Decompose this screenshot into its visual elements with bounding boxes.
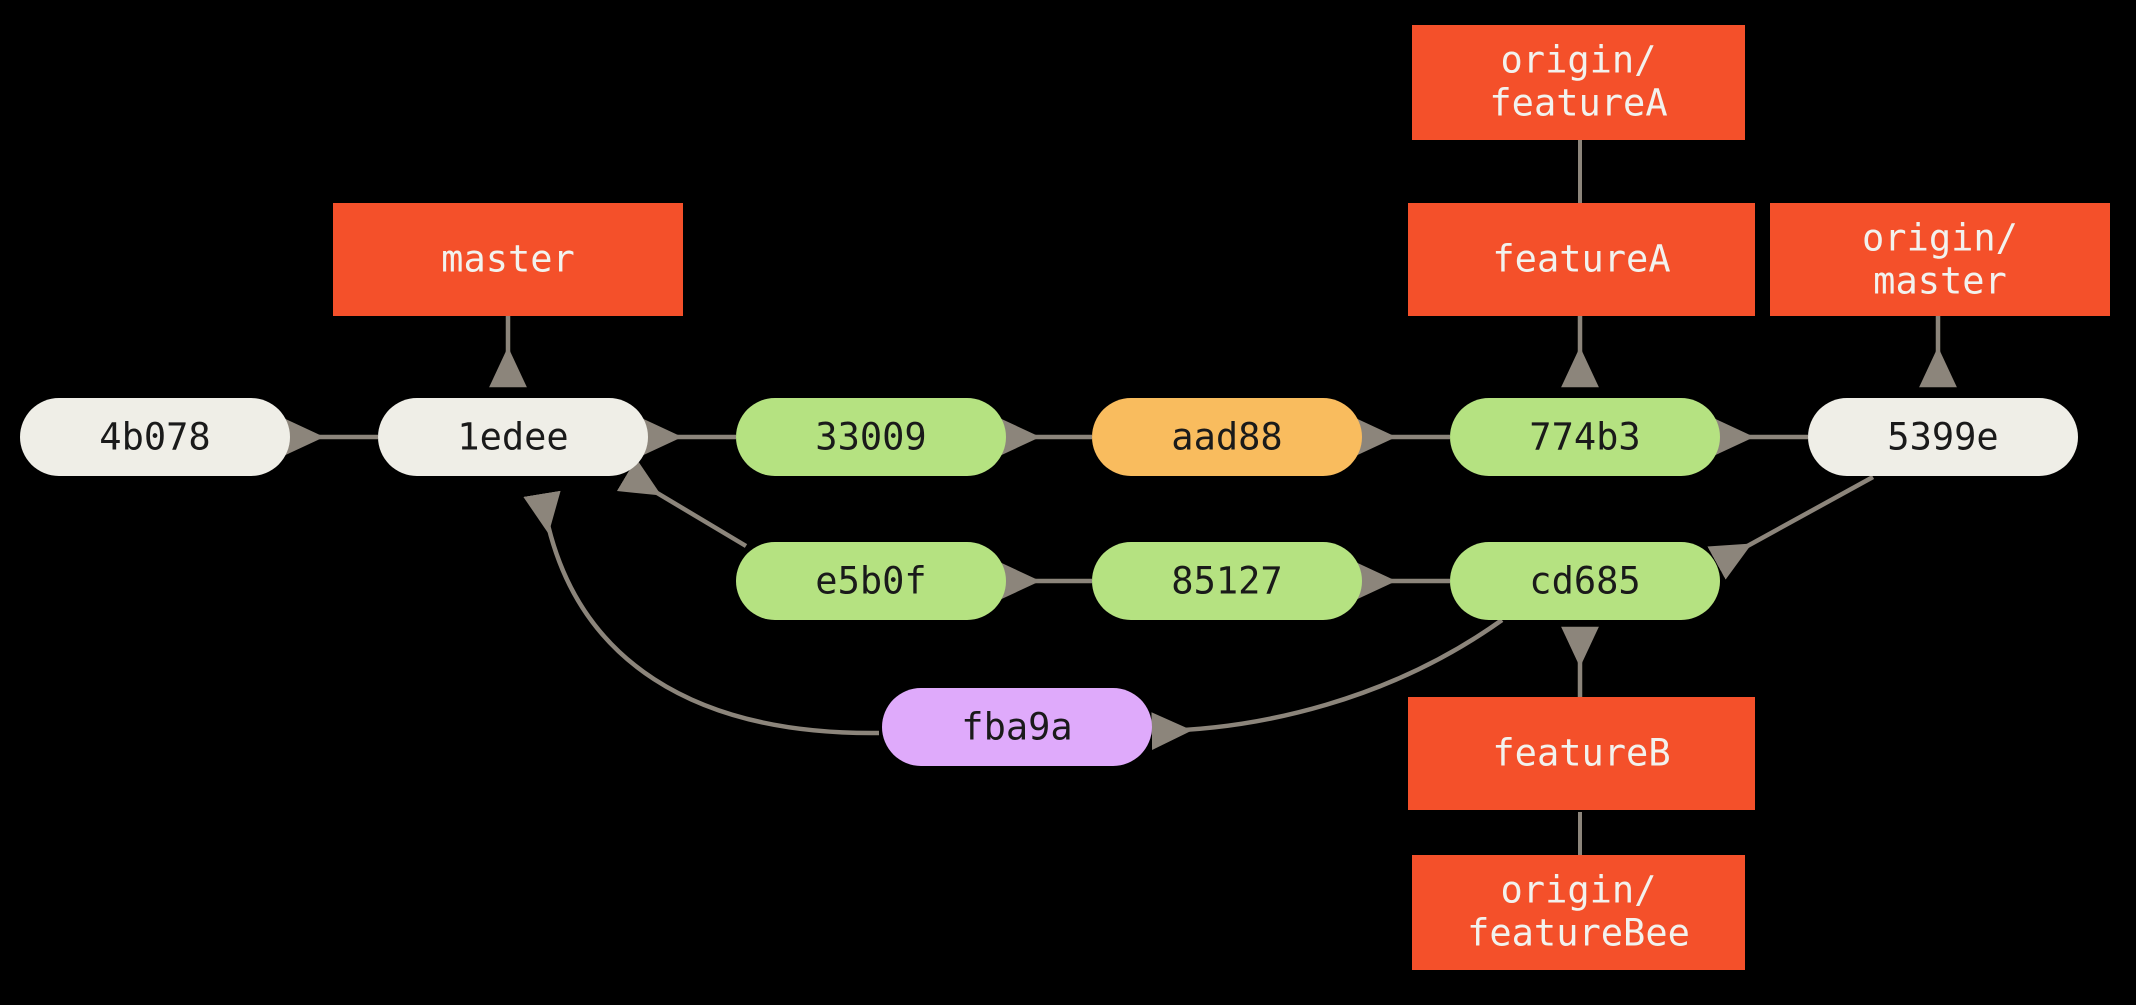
commit-node-33009[interactable]: 33009 [736,398,1006,476]
ref-master[interactable]: master [333,203,683,316]
commit-node-aad88-shape[interactable] [1092,398,1362,476]
commit-node-85127[interactable]: 85127 [1092,542,1362,620]
edge-5399e-to-cd685 [1707,475,1875,580]
ref-origin-featureBee-box[interactable] [1412,855,1745,970]
edges-layer [283,140,1957,855]
edge-fba9a-to-1edee [523,490,880,736]
commit-node-fba9a-shape[interactable] [882,688,1152,766]
ref-origin-featureA-line2: featureA [1489,82,1667,125]
ref-origin-master-box[interactable] [1770,203,2110,316]
commit-node-33009-shape[interactable] [736,398,1006,476]
commit-node-e5b0f-shape[interactable] [736,542,1006,620]
ref-featureA-label: featureA [1492,238,1670,281]
commit-node-cd685[interactable]: cd685 [1450,542,1720,620]
ref-origin-featureBee-line2: featureBee [1467,912,1690,955]
ref-featureB-box[interactable] [1408,697,1755,810]
commit-node-aad88[interactable]: aad88 [1092,398,1362,476]
refs-layer: origin/ featureA master featureA origin/… [333,25,2110,970]
ref-origin-featureBee[interactable]: origin/ featureBee [1412,855,1745,970]
ref-master-label: master [441,238,575,281]
commit-node-4b078-shape[interactable] [20,398,290,476]
ref-featureA[interactable]: featureA [1408,203,1755,316]
ref-master-box[interactable] [333,203,683,316]
ref-origin-master-line2: master [1873,260,2007,303]
commit-node-1edee[interactable]: 1edee [378,398,648,476]
commit-node-4b078[interactable]: 4b078 [20,398,290,476]
commit-node-85127-shape[interactable] [1092,542,1362,620]
ref-origin-featureBee-line1: origin/ [1501,869,1657,912]
ref-origin-featureA-box[interactable] [1412,25,1745,140]
commit-node-1edee-shape[interactable] [378,398,648,476]
ref-origin-featureA-line1: origin/ [1501,39,1657,82]
commit-node-774b3[interactable]: 774b3 [1450,398,1720,476]
commit-node-cd685-shape[interactable] [1450,542,1720,620]
commit-node-e5b0f[interactable]: e5b0f [736,542,1006,620]
ref-featureB[interactable]: featureB [1408,697,1755,810]
edge-e5b0f-to-1edee [616,458,748,548]
ref-featureA-box[interactable] [1408,203,1755,316]
commit-node-5399e-shape[interactable] [1808,398,2078,476]
commit-node-774b3-shape[interactable] [1450,398,1720,476]
ref-featureB-label: featureB [1492,732,1670,775]
ref-origin-master[interactable]: origin/ master [1770,203,2110,316]
ref-origin-featureA[interactable]: origin/ featureA [1412,25,1745,140]
commit-node-fba9a[interactable]: fba9a [882,688,1152,766]
ref-origin-master-line1: origin/ [1862,217,2018,260]
edge-cd685-to-fba9a [1151,618,1504,751]
commit-node-5399e[interactable]: 5399e [1808,398,2078,476]
